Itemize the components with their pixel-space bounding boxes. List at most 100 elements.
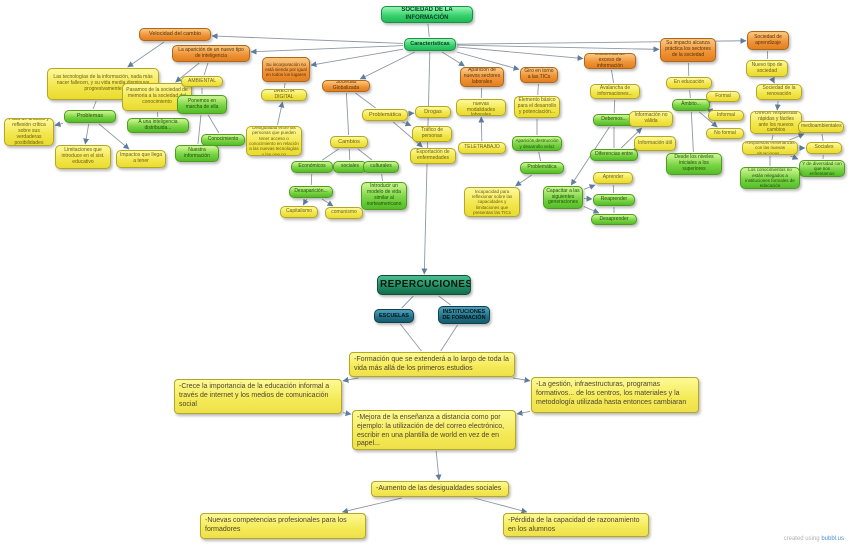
node-trafico[interactable]: Tráfico de personas [412,126,452,142]
node-escuelas[interactable]: ESCUELAS [374,309,414,323]
node-apar_dest[interactable]: Aparición,destrucción y desarrollo veloz [512,136,562,151]
node-introducir[interactable]: Introducir un modelo de vida similar al … [361,182,407,210]
node-instituciones[interactable]: INSTITUCIONES DE FORMACIÓN [438,306,490,324]
node-desigualdad[interactable]: Desigualdad entre las personas que puede… [246,126,302,156]
node-problematica1[interactable]: Problemática [362,109,408,121]
node-competencias[interactable]: -Nuevas competencias profesionales para … [200,513,366,539]
node-giro[interactable]: Giro en torno a las TICs [520,67,558,83]
node-info_novalida[interactable]: Información no válida [629,111,673,127]
node-label: Existencia de exceso de información [595,53,625,69]
node-culturales[interactable]: culturales [363,161,399,173]
node-gestion[interactable]: -La gestión, infraestructuras, programas… [531,377,699,413]
node-sociales2[interactable]: Sociales [806,142,842,154]
node-educacion[interactable]: En educación [666,77,712,89]
node-globalizada[interactable]: Sociedad Globalizada [322,80,370,92]
node-sociales1[interactable]: sociales [333,161,367,173]
node-creacion[interactable]: Creación de nuevas modalidades laborales [456,99,506,116]
edge-ponemos-nuestra_info [197,114,202,145]
node-capitalismo[interactable]: Capitalismo [280,206,318,218]
node-velocidad[interactable]: Velocidad del cambio [139,28,211,41]
node-label: Pasamos de la sociedad de memoria a la s… [126,87,188,105]
node-titulo[interactable]: SOCIEDAD DE LA INFORMACIÓN [381,6,473,23]
node-problemas[interactable]: Problemas [64,110,116,123]
node-ofrecer[interactable]: Ofrecer respuestas rápidas y fáciles ant… [750,111,802,134]
edge-educacion-ambito [689,89,691,99]
edge-escuelas-formacion [399,323,422,352]
edge-aparicion_int-pasamos [175,62,200,83]
node-ambito[interactable]: Ámbito... [672,99,710,111]
node-label: Sociedad de la renovación [762,85,796,97]
node-noformal[interactable]: No formal [706,128,744,139]
node-comunismo[interactable]: comunismo [325,207,363,219]
node-respuestas[interactable]: Respuestas enseñanzas con las nuevas sit… [742,141,798,155]
node-label: comunismo [331,209,357,216]
node-impacto[interactable]: Su impacto alcanza práctica los sectores… [660,38,716,62]
node-diversidad[interactable]: Y de diversidad con que nos enfrentamos [799,160,845,177]
node-desaprender[interactable]: Desaprender [591,214,637,225]
node-sectores[interactable]: Aparición de nuevos sectores laborales [460,67,504,87]
edge-ambito-desde_niveles [690,111,694,153]
node-info_util[interactable]: Información útil [634,136,676,151]
edge-diferencias-info_novalida [620,127,643,149]
node-economicos[interactable]: Económicos [291,161,333,173]
node-problematica2[interactable]: Problemática [520,162,564,174]
node-repercuciones[interactable]: REPERCUCIONES [377,275,471,295]
node-desde_niveles[interactable]: Desde los niveles iniciales a los superi… [666,153,722,175]
watermark-brand-link[interactable]: bubbl.us [821,536,844,542]
node-nuestra_info[interactable]: Nuestra información [175,145,219,162]
node-conocimientos[interactable]: Los conocimientos no están relegados a i… [740,167,800,189]
node-label: La aparición de un nuevo tipo de intelig… [178,46,244,59]
node-label: Debemos... [601,116,627,123]
node-label: Elemento básico para el desarrollo y pot… [517,97,557,115]
node-elemento[interactable]: Elemento básico para el desarrollo y pot… [514,96,560,118]
node-teletrabajo[interactable]: TELETRABAJO [458,142,506,154]
node-cambios[interactable]: Cambios [330,136,368,148]
node-label: medioambientales [801,123,842,130]
node-ambiental[interactable]: AMBIENTAL [181,76,223,87]
node-drogas[interactable]: Drogas [415,106,451,118]
node-aparicion_int[interactable]: La aparición de un nuevo tipo de intelig… [172,45,250,62]
node-label: Sociedad Globalizada [332,80,360,91]
node-diferencias[interactable]: Diferencias entre [590,149,638,161]
node-formal[interactable]: Formal [706,91,740,102]
node-formacion[interactable]: -Formación que se extenderá a lo largo d… [349,352,515,377]
node-incorporacion[interactable]: Su incorporación no está siendo por igua… [262,57,310,82]
node-exceso[interactable]: Existencia de exceso de información [584,53,636,69]
node-renovacion[interactable]: Sociedad de la renovación [756,84,802,100]
node-avalancha[interactable]: Avalancha de informaciones... [590,84,640,99]
node-label: Problemática [368,111,402,118]
node-conocimiento[interactable]: Conocimiento [201,134,245,146]
node-caracteristicas[interactable]: Características [404,38,456,51]
node-desaparicion[interactable]: Desaparición... [289,186,333,198]
node-nuevo_tipo[interactable]: Nuevo tipo de sociedad [746,60,788,77]
node-aprender[interactable]: Aprender [593,172,633,184]
node-label: AMBIENTAL [188,77,216,84]
edge-aumento-competencias [341,497,402,514]
node-falta[interactable]: Falta de análisis y reflexión crítica so… [4,118,54,146]
node-label: Su impacto alcanza práctica los sectores… [665,40,711,58]
edge-capacitar-desaprender [583,206,600,214]
node-crece[interactable]: -Crece la importancia de la educación in… [174,379,342,414]
node-medioambientales[interactable]: medioambientales [798,121,844,133]
node-capacitar[interactable]: Capacitar a las siguientes generaciones [543,186,583,209]
node-label: Capacitar a las siguientes generaciones [546,187,580,206]
node-informal[interactable]: Informal [708,110,744,121]
node-exportacion[interactable]: Exportación de enfermedades [410,148,456,164]
node-brecha[interactable]: BRECHA DIGITAL [261,89,307,101]
node-inteligencia_dist[interactable]: A una inteligencia distribuida... [127,118,189,133]
node-label: Limitaciones que introduce en el sist. e… [61,147,105,165]
node-reaprender[interactable]: Reaprender [593,194,635,206]
node-ponemos[interactable]: Ponemos en marcha de ella [177,95,227,114]
node-perdida[interactable]: -Pérdida de la capacidad de razonamiento… [503,513,649,537]
node-aumento[interactable]: -Aumento de las desigualdades sociales [371,481,509,497]
node-limitaciones[interactable]: Limitaciones que introduce en el sist. e… [55,145,111,169]
node-incapacidad[interactable]: Incapacidad para reflexionar sobre las c… [464,187,520,217]
node-label: Introducir un modelo de vida similar al … [366,183,402,207]
node-impactos[interactable]: Impactos que llega a tener [116,150,166,168]
node-aprendizaje[interactable]: Sociedad de aprendizaje [747,31,789,50]
node-mejora[interactable]: -Mejora de la enseñanza a distancia como… [352,410,516,450]
node-label: Creación de nuevas modalidades laborales [466,100,496,116]
node-label: A una inteligencia distribuida... [138,118,178,131]
edge-aparicion_int-ambiental [203,62,209,76]
edge-caracteristicas-exceso [456,46,584,62]
